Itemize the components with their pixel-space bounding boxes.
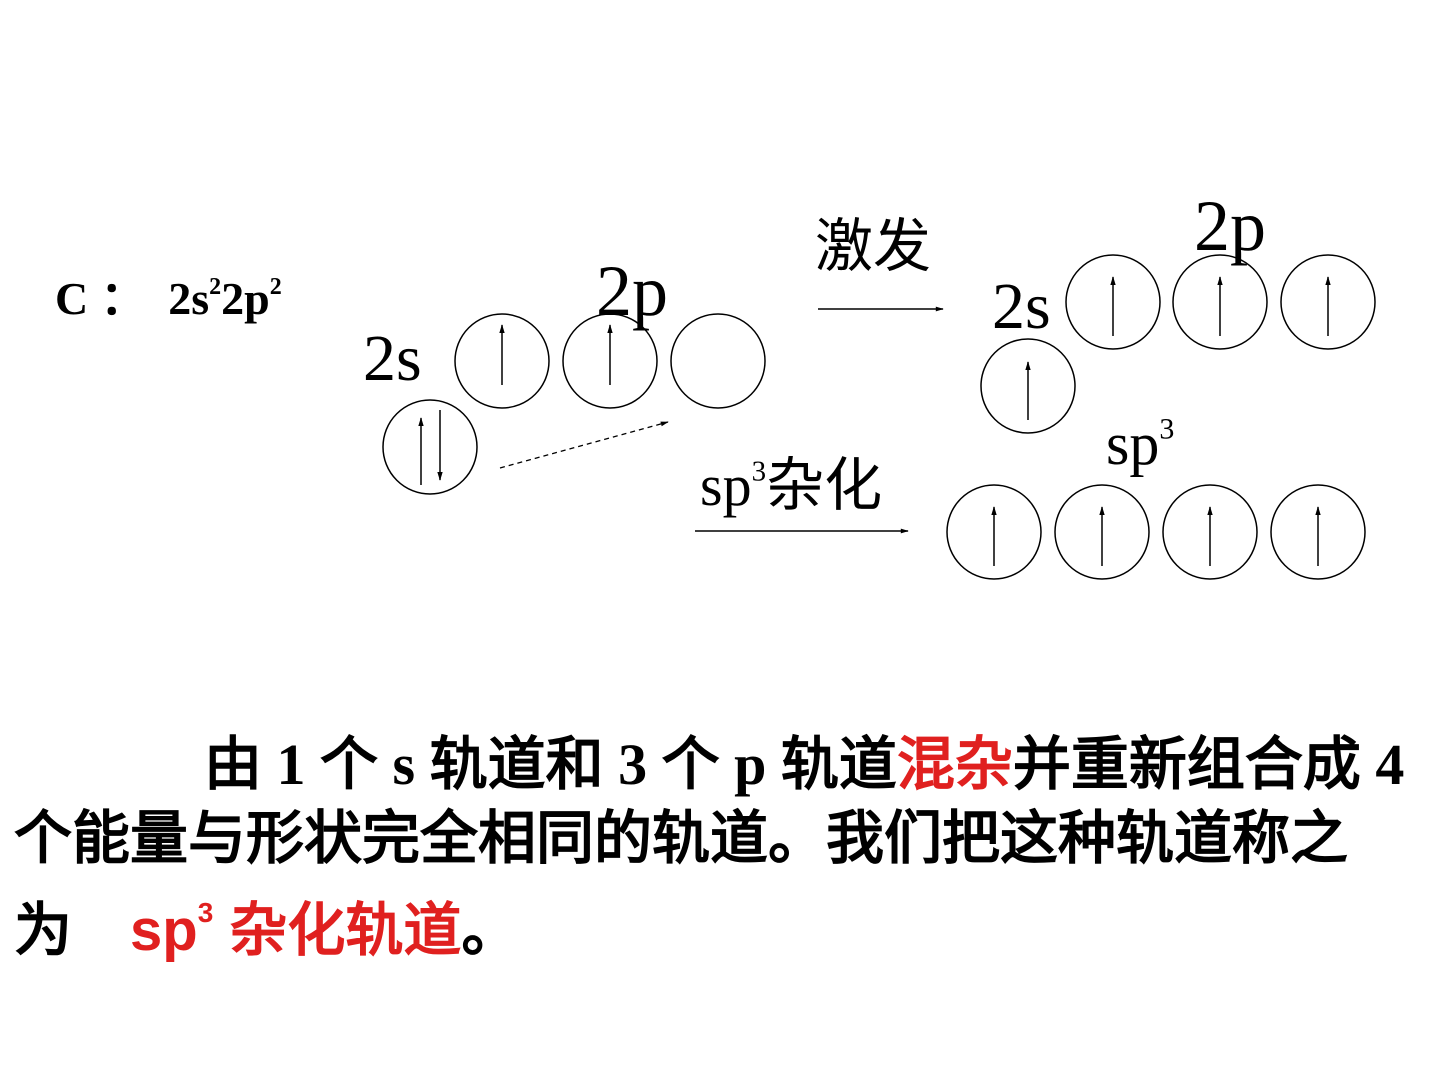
paragraph-red-sp3: sp3 <box>130 897 214 963</box>
sp3-orbital-label: sp3 <box>1106 414 1174 474</box>
hybrid-label-text: 杂化 <box>766 453 883 518</box>
paragraph-tail: sp3 杂化轨道。 <box>130 897 520 963</box>
paragraph-sp-exponent: 3 <box>197 897 214 928</box>
element-symbol: C <box>55 273 89 324</box>
config-s-part: 2s <box>168 273 210 324</box>
ground-2s-label: 2s <box>363 322 422 395</box>
excitation-label: 激发 <box>815 214 932 279</box>
excited-2p-orbitals <box>1065 254 1376 350</box>
hybrid-label-exponent: 3 <box>751 455 767 488</box>
excited-2p-label: 2p <box>1194 186 1266 266</box>
ground-2p-label: 2p <box>596 251 668 331</box>
hybridization-label: sp3杂化 <box>700 457 882 515</box>
config-p-exponent: 2 <box>269 274 282 300</box>
ground-2p-orbitals <box>454 313 766 409</box>
config-colon: ： <box>100 273 147 324</box>
paragraph-period: 。 <box>461 898 520 963</box>
electron-configuration: C：2s22p2 <box>55 262 282 328</box>
explanation-paragraph: 由 1 个 s 轨道和 3 个 p 轨道混杂并重新组合成 4 个能量与形状完全相… <box>14 728 1434 968</box>
paragraph-sp-base: sp <box>130 898 198 963</box>
config-p-part: 2p <box>221 273 270 324</box>
promotion-dashed-arrow <box>499 421 669 469</box>
paragraph-red-hybrid-orbital: 杂化轨道 <box>213 898 462 963</box>
ground-2s-orbital <box>382 399 478 495</box>
hybrid-label-base: sp <box>700 453 752 518</box>
paragraph-part1: 由 1 个 s 轨道和 3 个 p 轨道 <box>204 732 897 797</box>
paragraph-red-mixing: 混杂 <box>896 732 1013 797</box>
config-s-exponent: 2 <box>209 274 222 300</box>
sp3-hybrid-orbitals <box>946 484 1366 580</box>
sp3-label-exponent: 3 <box>1159 412 1175 446</box>
sp3-label-base: sp <box>1106 411 1160 477</box>
excited-2s-label: 2s <box>992 270 1051 343</box>
excited-2s-orbital <box>980 338 1076 434</box>
paragraph-part2: 并重新组合成 4 个能量与形状完全相同的轨道。 <box>14 732 1405 871</box>
paragraph-part3: 我们把这种轨道称之为 <box>14 806 1349 963</box>
